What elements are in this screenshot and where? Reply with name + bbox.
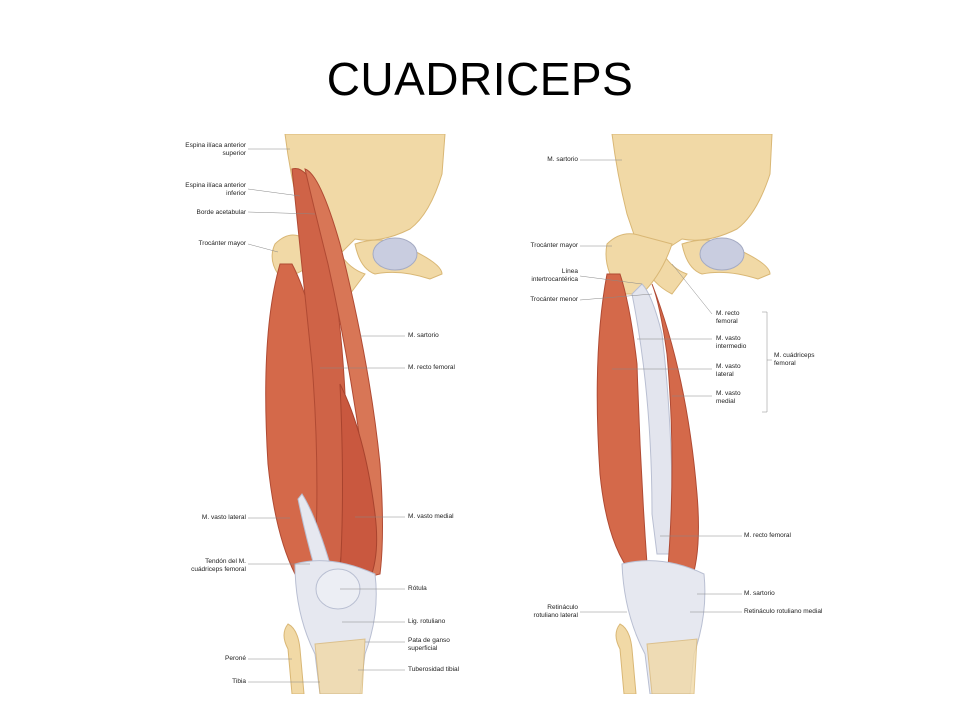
label-lesser-trochanter: Trocánter menor [530,296,578,303]
fibula [615,623,637,694]
label-vastus-medialis: M. vasto medial [408,513,454,520]
vastus-medialis [339,383,378,580]
label-greater-trochanter: Trocánter mayor [198,240,246,247]
label-patella: Rótula [408,585,427,592]
label-quadriceps-tendon: Tendón del M.cuádriceps femoral [191,558,246,573]
label-tibial-tuberosity: Tuberosidad tibial [408,666,460,673]
thigh-anatomy-drawing-right [579,134,773,694]
slide-title: CUADRICEPS [326,53,634,105]
label-fibula: Peroné [225,655,246,662]
label-acetabular-rim: Borde acetabular [196,209,246,216]
label-sartorius-lower: M. sartorio [744,590,775,597]
femur-neck-and-trochanter [605,233,673,295]
leader-lines-left [247,148,405,683]
label-rectus-femoris: M. recto femoral [408,364,455,371]
obturator-ligament [699,237,745,271]
label-rectus-femoris-lower: M. recto femoral [744,532,791,539]
tibia [646,638,698,694]
leader-lines-right [579,159,772,613]
label-patellar-ligament: Lig. rotuliano [408,618,446,625]
tibia [314,638,366,694]
label-medial-retinaculum: Retináculo rotuliano medial [744,608,823,615]
label-vastus-lateralis: M. vasto lateral [201,514,246,521]
label-tibia: Tibia [232,678,246,685]
thigh-anatomy-drawing-left [247,134,446,694]
fibula [283,623,305,694]
label-sartorius: M. sartorio [408,332,439,339]
label-greater-trochanter: Trocánter mayor [530,242,578,249]
obturator-ligament [372,237,418,271]
label-sartorius-top: M. sartorio [547,156,578,163]
